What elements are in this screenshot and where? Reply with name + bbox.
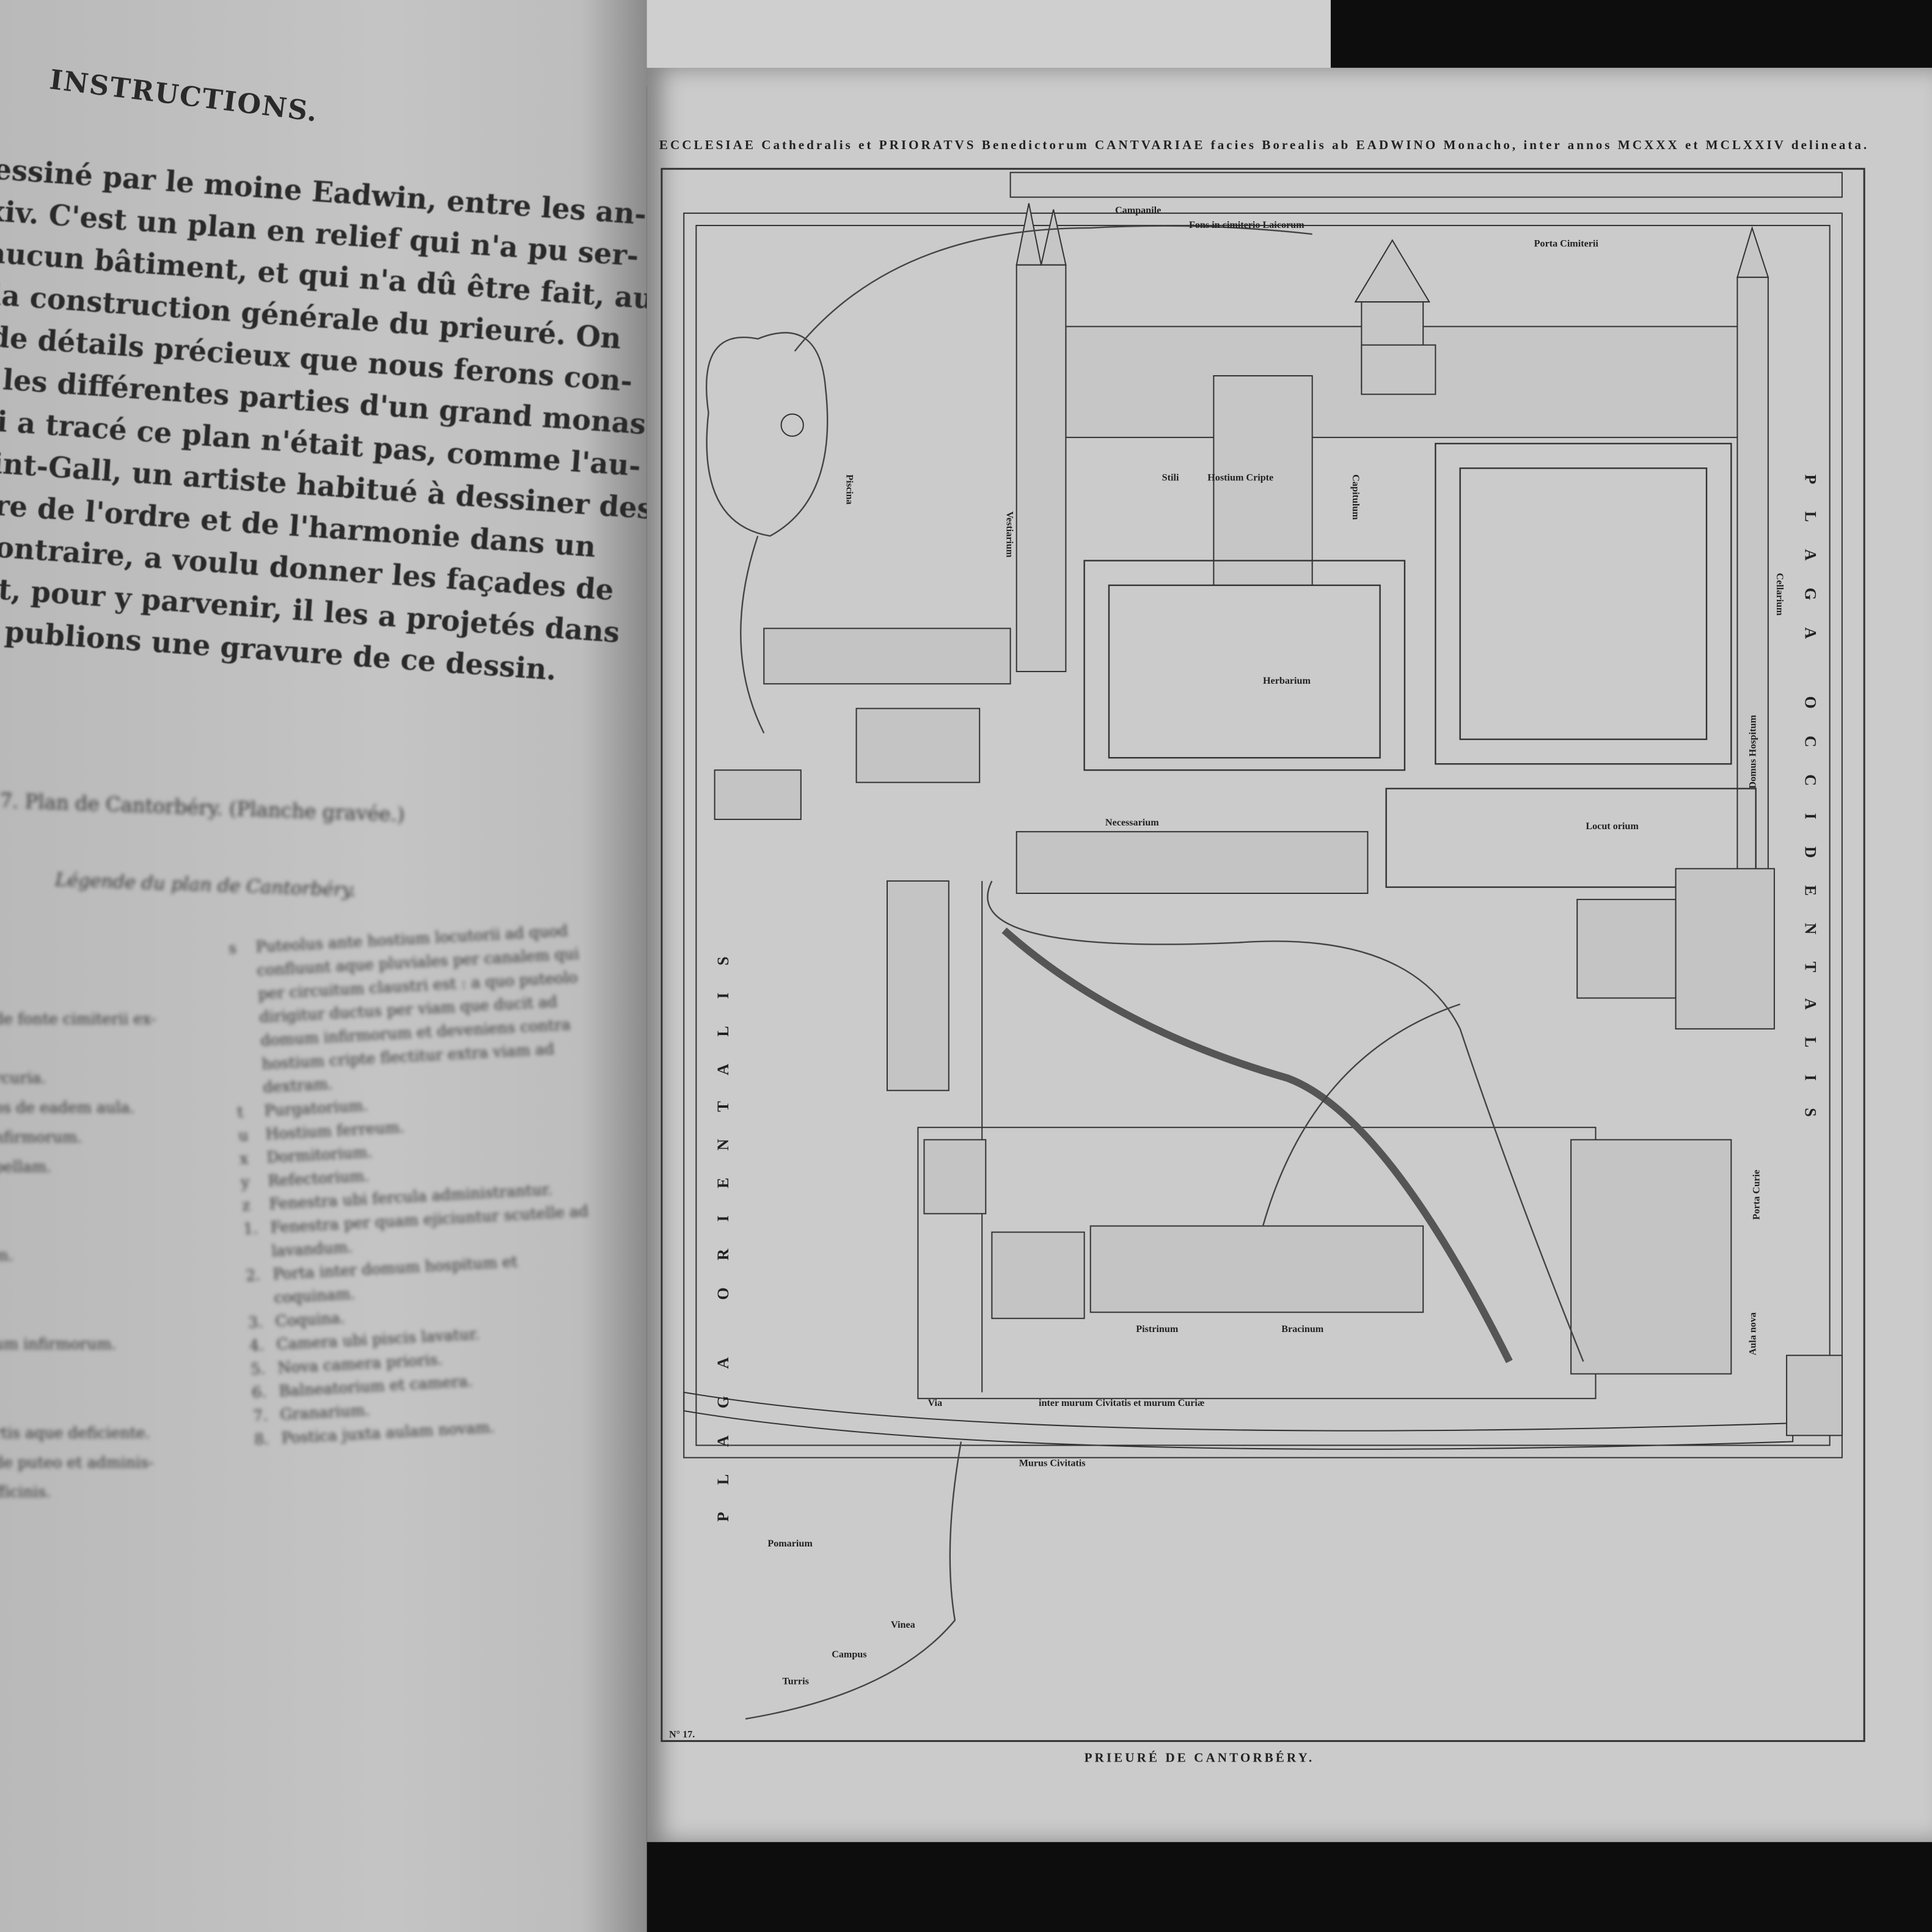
label-fons: Fons in cimiterio Laicorum <box>1189 220 1304 230</box>
legend-key: 5. <box>250 1359 266 1378</box>
label-pomarium: Pomarium <box>767 1539 813 1549</box>
plate-reference: 17. Plan de Cantorbéry. (Planche gravée.… <box>0 788 405 827</box>
side-label-west: PLAGA OCCIDENTALIS <box>1801 474 1819 1144</box>
plate-header: ECCLESIAE Cathedralis et PRIORATVS Bened… <box>659 137 1867 152</box>
label-porta-cimiterii: Porta Cimiterii <box>1534 238 1599 249</box>
plan-engraving: ECCLESIAE Cathedralis et PRIORATVS Bened… <box>659 137 1867 1765</box>
legend-key: u <box>238 1125 249 1144</box>
label-hostium-cripte: Hostium Cripte <box>1207 472 1273 483</box>
legend-list: s Puteolus ante hostium locutorii ad quod… <box>228 918 612 1451</box>
legend-fragment: um infirmorum. <box>0 1334 117 1353</box>
legend-left-column: de fonte cimiterii ex- rcuria. os de ead… <box>0 1004 156 1507</box>
legend-key: 7. <box>252 1405 269 1425</box>
precinct-walls <box>683 172 1843 1458</box>
legend-key: s <box>228 938 237 957</box>
outbuildings <box>714 628 1843 1436</box>
legend-fragment: os de eadem aula. <box>0 1097 135 1117</box>
legend-key: y <box>240 1172 251 1191</box>
label-murus-civitatis: Murus Civitatis <box>1019 1458 1086 1469</box>
cathedral <box>1015 203 1769 919</box>
plate-title: PRIEURÉ DE CANTORBÉRY. <box>1085 1751 1315 1765</box>
label-vinea: Vinea <box>891 1620 915 1630</box>
fountain-icon <box>780 413 804 437</box>
label-aula-nova: Aula nova <box>1748 1312 1758 1355</box>
legend-key: 6. <box>251 1382 268 1402</box>
legend-fragment: de fonte cimiterii ex- <box>0 1009 156 1028</box>
label-locutorium: Locut orium <box>1586 821 1639 832</box>
plate-frame <box>660 167 1865 1742</box>
side-label-east: PLAGA ORIENTALIS <box>714 929 732 1521</box>
legend-key: x <box>239 1149 249 1168</box>
legend-key: 1. <box>243 1218 258 1239</box>
legend-text: Puteolus ante hostium locutorii ad quod … <box>255 921 580 1097</box>
legend-key: z <box>241 1195 251 1215</box>
right-page-plate: ECCLESIAE Cathedralis et PRIORATVS Bened… <box>646 67 1932 1842</box>
label-campanile: Campanile <box>1115 205 1161 216</box>
legend-key: t <box>236 1102 244 1121</box>
legend-text: Coquina. <box>274 1308 346 1330</box>
plate-number: N° 17. <box>669 1729 695 1740</box>
legend-key: 2. <box>245 1265 261 1285</box>
legend-key: 4. <box>249 1335 265 1355</box>
label-pistrinum: Pistrinum <box>1136 1324 1179 1334</box>
body-text: dessiné par le moine Eadwin, entre les a… <box>0 148 647 692</box>
legend-fragment: rcuria. <box>0 1068 46 1087</box>
legend-fragment: nfirmorum. <box>0 1127 82 1146</box>
legend-key: 3. <box>247 1312 263 1332</box>
cloister <box>1083 442 1757 888</box>
label-via: Via <box>928 1398 942 1408</box>
label-porta-curie: Porta Curie <box>1752 1169 1762 1220</box>
label-capitulum: Capitulum <box>1350 474 1361 520</box>
legend-key: 8. <box>254 1429 270 1449</box>
label-vestiarium: Vestiarium <box>1004 511 1015 558</box>
page-heading: INSTRUCTIONS. <box>48 64 320 129</box>
label-turris: Turris <box>783 1677 809 1687</box>
legend-fragment: m. <box>0 1245 13 1265</box>
label-via-rest: inter murum Civitatis et murum Curiæ <box>1039 1398 1205 1408</box>
water-conduits <box>706 225 1584 1720</box>
legend-fragment: rtis aque deficiente. <box>0 1423 150 1442</box>
label-necessarium: Necessarium <box>1105 818 1159 828</box>
left-page: INSTRUCTIONS. dessiné par le moine Eadwi… <box>0 0 647 1932</box>
legend-fragment: fficinis. <box>0 1482 51 1501</box>
label-domus-hospitum: Domus Hospitum <box>1748 715 1758 789</box>
label-campus: Campus <box>832 1649 866 1659</box>
legend-fragment: de puteo et adminis- <box>0 1452 154 1471</box>
label-piscina: Piscina <box>844 474 854 504</box>
legend-fragment: pellam. <box>0 1157 52 1176</box>
legend-title: Légende du plan de Cantorbéry. <box>54 868 357 902</box>
label-cellarium: Cellarium <box>1774 573 1785 616</box>
label-herbarium: Herbarium <box>1263 676 1311 686</box>
label-stili: Stili <box>1162 472 1179 483</box>
plan-labels: Campanile Fons in cimiterio Laicorum Por… <box>767 205 1785 1687</box>
legend-item: s Puteolus ante hostium locutorii ad quod… <box>228 918 593 1100</box>
label-bracinum: Bracinum <box>1281 1324 1324 1334</box>
